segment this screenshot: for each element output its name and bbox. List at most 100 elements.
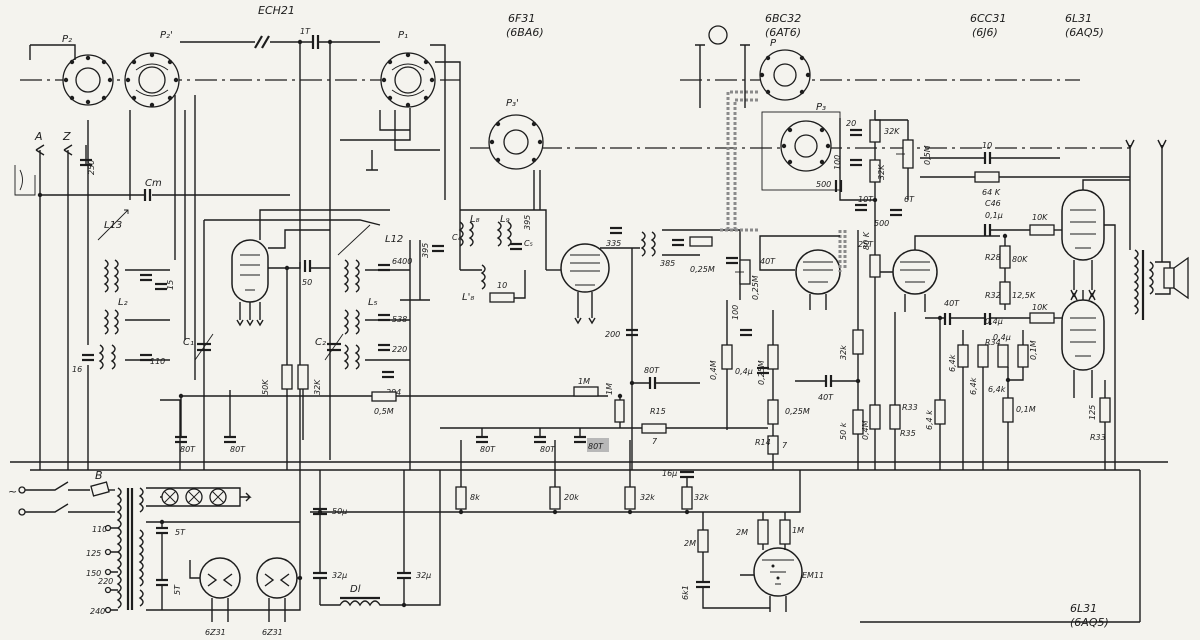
- label-ech21: ECH21: [258, 4, 295, 17]
- label-r20k: 20k: [564, 493, 579, 502]
- label-6at6: (6AT6): [765, 26, 801, 39]
- label-c15: 15: [166, 280, 175, 290]
- label-c220: 220: [392, 345, 407, 354]
- label-c80t-d: 80T: [540, 445, 556, 454]
- label-r32k-a: 32K: [884, 127, 900, 136]
- label-c10: 10: [982, 141, 992, 150]
- label-r80k-a: 80K: [1012, 255, 1028, 264]
- label-r025m-b: 0,25M: [751, 275, 760, 300]
- label-c6k1: 6k1: [681, 585, 690, 600]
- label-c80t-b: 80T: [230, 445, 246, 454]
- label-c100a: 100: [731, 305, 740, 320]
- label-socket-p3-prime: P₃': [506, 98, 519, 109]
- label-c5t-b: 5T: [173, 584, 182, 595]
- label-c4: C₄: [452, 233, 462, 242]
- label-6j6: (6J6): [972, 26, 998, 39]
- label-c10t: 10T: [858, 195, 874, 204]
- label-6f31: 6F31: [508, 12, 535, 25]
- label-r10k-b: 10K: [1032, 303, 1048, 312]
- label-c100b: 100: [833, 155, 842, 170]
- label-r125: 125: [1088, 405, 1097, 420]
- label-r05m-a: 0,5M: [374, 407, 394, 416]
- label-c335: 335: [606, 239, 621, 248]
- label-c50: 50: [302, 278, 312, 287]
- label-r64k-d: 6,4k: [988, 385, 1006, 394]
- label-r025m-d: 0,25M: [785, 407, 810, 416]
- label-c110: 110: [150, 357, 165, 366]
- label-c20: 20: [846, 119, 856, 128]
- label-l13: L13: [104, 220, 122, 231]
- label-6l31-b: 6L31: [1070, 602, 1097, 615]
- label-l8: L₈: [470, 214, 480, 225]
- label-r8k: 8k: [470, 493, 480, 502]
- socket-p: [759, 49, 811, 101]
- label-v220: 220: [98, 577, 113, 586]
- label-socket-p3: P₃: [816, 102, 826, 113]
- label-r64k: 64 K: [982, 188, 1001, 197]
- label-c80t-f: 80T: [644, 366, 660, 375]
- socket-p3: [761, 111, 841, 191]
- label-c80t-c: 80T: [480, 445, 496, 454]
- socket-p1: [380, 52, 436, 108]
- socket-p3-prime: [488, 114, 544, 170]
- label-r50k-b: 50 k: [839, 422, 848, 440]
- label-socket-p2: P₂: [62, 34, 72, 45]
- label-v125: 125: [86, 549, 101, 558]
- label-r14: R14: [755, 438, 771, 447]
- label-c80t-e: 80T: [588, 442, 604, 451]
- label-r33: R33: [902, 403, 918, 412]
- label-r04m-b: 0,4M: [861, 420, 870, 440]
- label-r2m-b: 2M: [684, 539, 696, 548]
- label-c46: C46: [985, 199, 1001, 208]
- label-c385: 385: [660, 259, 675, 268]
- label-socket-p2-prime: P₂': [160, 30, 173, 41]
- label-c04u-a: 0,4µ: [735, 367, 753, 376]
- label-c500b: 500: [874, 219, 889, 228]
- label-r15: R15: [650, 407, 666, 416]
- label-v240: 240: [90, 607, 105, 616]
- label-r33-b: R33: [1090, 433, 1106, 442]
- label-r7b: 7: [782, 441, 788, 450]
- label-6aq5-b: (6AQ5): [1070, 616, 1109, 629]
- label-l8-prime: L'₈: [462, 292, 474, 303]
- label-r01m-a: 0,1M: [1029, 340, 1038, 360]
- label-c500a: 500: [816, 180, 831, 189]
- label-c40t-b: 40T: [818, 393, 834, 402]
- tube-if-amplifier: [560, 243, 610, 325]
- label-c80t-a: 80T: [180, 445, 196, 454]
- label-r1m-b: 1M: [605, 383, 614, 395]
- label-v110: 110: [92, 525, 107, 534]
- tube-rectifier-1: [199, 557, 241, 612]
- label-v150: 150: [86, 569, 101, 578]
- label-r32k-e: 32k: [694, 493, 709, 502]
- label-r32: R32: [985, 291, 1001, 300]
- label-c25t: 25T: [858, 240, 874, 249]
- label-r10k-a: 10K: [1032, 213, 1048, 222]
- tube-rectifier-2: [256, 557, 298, 612]
- label-r64k-b: 6,4k: [969, 377, 978, 395]
- label-c01u: 0,1µ: [985, 211, 1003, 220]
- tube-oscillator: [231, 239, 269, 327]
- label-c1: C₁: [183, 337, 194, 348]
- label-r01m-b: 0,1M: [1016, 405, 1036, 414]
- label-em11: EM11: [802, 571, 824, 580]
- label-choke: Dl: [350, 584, 361, 595]
- label-l9: L₉: [500, 214, 510, 225]
- tube-detector: [795, 249, 841, 310]
- label-ground: Z: [62, 130, 71, 143]
- label-r34: R34: [985, 338, 1001, 347]
- label-r10: 10: [497, 281, 507, 290]
- label-fuse: B: [95, 469, 103, 482]
- label-r05m-pot: 0,5M: [923, 145, 932, 165]
- label-r125k: 12,5K: [1012, 291, 1036, 300]
- label-c395a: 395: [421, 243, 430, 258]
- label-6bc32: 6BC32: [765, 12, 801, 25]
- label-r1m-a: 1M: [578, 377, 590, 386]
- label-r32k-d: 32k: [640, 493, 655, 502]
- label-mains: ~: [8, 485, 17, 498]
- label-c200: 200: [605, 330, 620, 339]
- label-c250: 250: [87, 160, 96, 175]
- label-c5t-a: 5T: [175, 528, 186, 537]
